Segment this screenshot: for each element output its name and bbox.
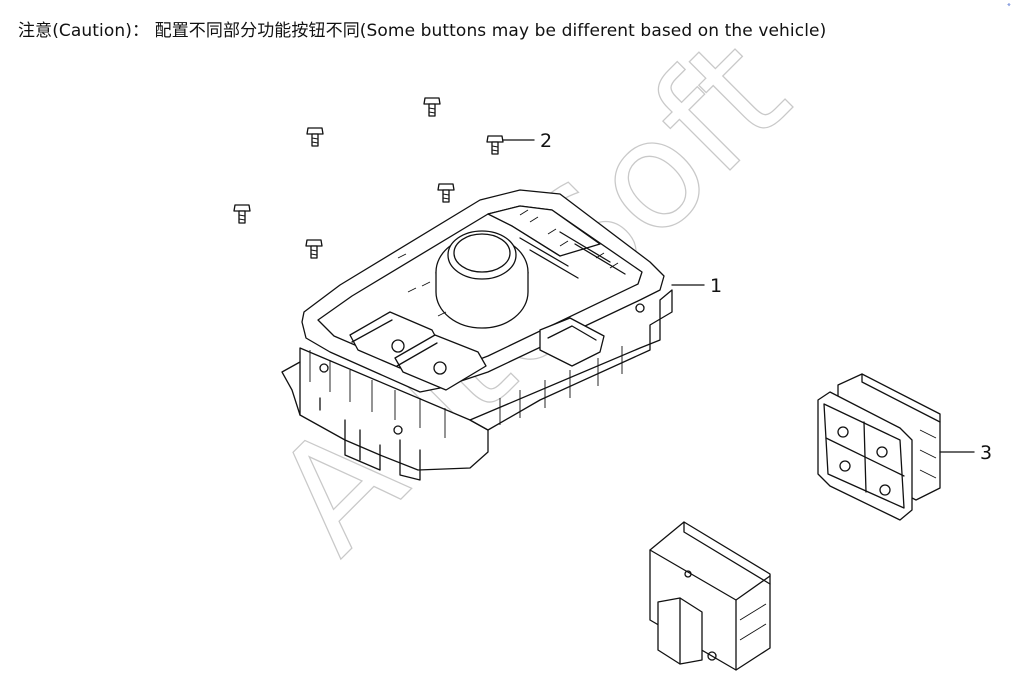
screw xyxy=(437,183,455,203)
small-switch-panel xyxy=(817,373,941,521)
callout-1: 1 xyxy=(671,275,722,297)
auxiliary-switch xyxy=(649,521,771,671)
console-switch-assembly xyxy=(281,189,673,481)
screw xyxy=(233,204,251,224)
callout-label-1: 1 xyxy=(710,275,722,297)
screw xyxy=(305,239,323,259)
callout-label-2: 2 xyxy=(540,130,552,152)
callout-label-3: 3 xyxy=(980,442,992,464)
screw-group xyxy=(233,97,504,259)
screw xyxy=(486,135,504,155)
screw xyxy=(423,97,441,117)
callout-2: 2 xyxy=(502,130,552,152)
callout-3: 3 xyxy=(939,442,992,464)
screw xyxy=(306,127,324,147)
caution-caption: 注意(Caution)： 配置不同部分功能按钮不同(Some buttons m… xyxy=(18,21,827,41)
